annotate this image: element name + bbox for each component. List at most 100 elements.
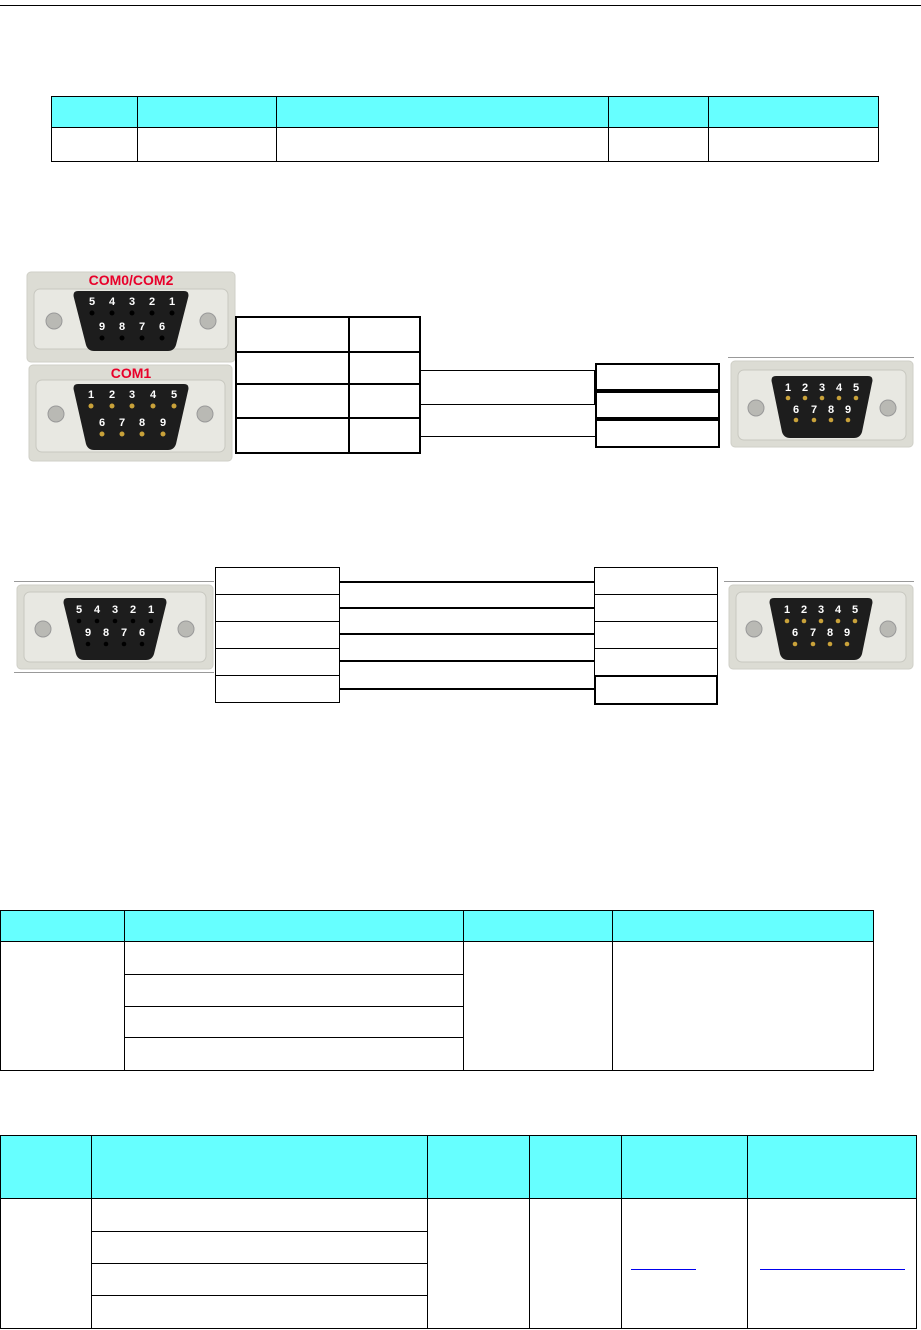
table-row xyxy=(0,1198,917,1329)
pin-label: 9 xyxy=(844,627,850,639)
header-cell xyxy=(0,1135,92,1199)
right-connector-1: 1 2 3 4 5 6 7 8 9 xyxy=(730,360,914,448)
pin-label: 8 xyxy=(828,404,834,416)
table-row xyxy=(51,127,879,162)
table-header-row xyxy=(0,910,874,942)
pin-label: 6 xyxy=(159,321,165,333)
pin-label: 9 xyxy=(99,321,105,333)
com0-com2-connector: COM0/COM2 5 4 3 2 1 9 8 7 6 xyxy=(26,271,236,363)
table-row xyxy=(1,1231,917,1264)
pin-box-left xyxy=(215,648,340,676)
pin-label: 9 xyxy=(160,417,166,429)
header-rule xyxy=(0,5,921,6)
pin-cell xyxy=(348,383,421,419)
pin-label: 4 xyxy=(836,382,843,394)
pin-label: 7 xyxy=(139,321,145,333)
pin-cell xyxy=(348,351,421,385)
table-cell xyxy=(137,127,277,162)
pin-label: 9 xyxy=(845,404,851,416)
table-cell xyxy=(276,127,609,162)
pin-label: 8 xyxy=(139,417,145,429)
pin-label: 3 xyxy=(818,604,824,616)
table-cell xyxy=(91,1231,428,1264)
link-underline[interactable] xyxy=(631,1269,696,1270)
pin-label: 2 xyxy=(149,296,155,308)
table-cell xyxy=(124,974,464,1007)
connector-rule xyxy=(14,672,214,673)
wire xyxy=(419,404,595,405)
pin-label: 2 xyxy=(109,389,115,401)
table-row xyxy=(1,1263,917,1296)
pin-label: 8 xyxy=(119,321,125,333)
header-cell xyxy=(124,910,464,942)
header-cell xyxy=(137,96,277,128)
link-underline[interactable] xyxy=(760,1269,905,1270)
pin-box-left xyxy=(215,675,340,703)
wire-joint xyxy=(419,404,420,436)
table-cell xyxy=(124,1037,464,1071)
pin-label: 7 xyxy=(121,627,127,639)
pin-cell xyxy=(348,417,421,454)
pin-label: 3 xyxy=(129,389,135,401)
wire xyxy=(419,370,595,371)
pin-box-right xyxy=(594,594,718,622)
table-header-row xyxy=(0,1135,917,1199)
pin-label: 6 xyxy=(99,417,105,429)
pin-label: 2 xyxy=(801,604,807,616)
connector-rule xyxy=(728,357,914,358)
header-cell xyxy=(747,1135,917,1199)
wire xyxy=(340,688,594,690)
spec-table-1 xyxy=(51,96,879,162)
table-cell xyxy=(608,127,709,162)
table-cell xyxy=(124,941,464,975)
table-cell-link[interactable] xyxy=(747,1198,917,1329)
pin-box-left xyxy=(215,567,340,595)
header-cell xyxy=(0,910,125,942)
table-cell xyxy=(91,1295,428,1329)
pin-box-right xyxy=(595,391,720,419)
pin-label: 1 xyxy=(785,382,791,394)
pin-table-left xyxy=(235,316,421,454)
left-connector-2: 5 4 3 2 1 9 8 7 6 xyxy=(16,584,214,670)
pin-label: 7 xyxy=(810,627,816,639)
table-cell xyxy=(708,127,879,162)
pin-cell xyxy=(235,351,350,385)
pin-cell xyxy=(235,417,350,454)
pin-label: 2 xyxy=(802,382,808,394)
pin-label: 4 xyxy=(150,389,157,401)
wire xyxy=(340,633,594,635)
header-cell xyxy=(463,910,613,942)
table-row xyxy=(1,1006,874,1038)
header-cell xyxy=(91,1135,428,1199)
pin-label: 5 xyxy=(76,604,82,616)
table-row xyxy=(1,1037,874,1071)
table-cell xyxy=(612,941,874,1071)
pin-label: 6 xyxy=(793,404,799,416)
table-cell xyxy=(91,1263,428,1296)
wire-joint xyxy=(594,370,595,404)
table-header-row xyxy=(51,96,879,128)
pin-label: 5 xyxy=(852,604,858,616)
header-cell xyxy=(612,910,874,942)
table-cell xyxy=(91,1198,428,1232)
pin-box-right xyxy=(594,675,718,705)
pin-label: 3 xyxy=(819,382,825,394)
wire xyxy=(340,660,594,662)
pin-box-right xyxy=(595,363,720,391)
wire xyxy=(340,607,594,609)
pin-label: 3 xyxy=(112,604,118,616)
pin-label: 6 xyxy=(139,627,145,639)
pin-label: 5 xyxy=(89,296,95,308)
pin-box-right xyxy=(594,621,718,649)
table-cell-link[interactable] xyxy=(621,1198,748,1329)
pin-label: 8 xyxy=(827,627,833,639)
table-cell xyxy=(463,941,613,1071)
pin-label: 8 xyxy=(103,627,109,639)
pin-cell xyxy=(235,383,350,419)
pin-label: 4 xyxy=(94,604,101,616)
pin-label: 3 xyxy=(129,296,135,308)
header-cell xyxy=(621,1135,748,1199)
table-cell xyxy=(0,941,125,1071)
connector-rule xyxy=(14,581,214,582)
pin-label: 1 xyxy=(784,604,790,616)
